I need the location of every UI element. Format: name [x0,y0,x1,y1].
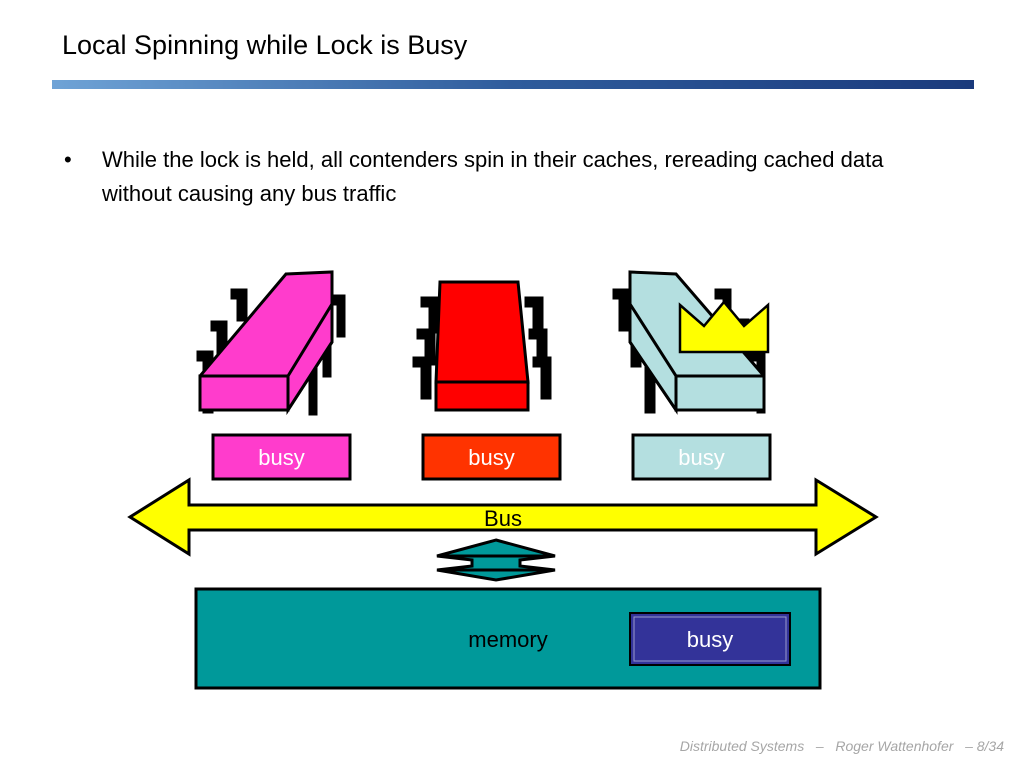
cache-2-label: busy [468,445,514,470]
bullet-text: While the lock is held, all contenders s… [102,147,884,206]
memory-cell-label: busy [687,627,733,652]
processor-2-body [434,280,530,384]
processor-2-chip [412,280,552,412]
footer-author: Roger Wattenhofer [835,738,954,754]
slide-title: Local Spinning while Lock is Busy [62,30,468,60]
title-divider [52,80,974,89]
bus-memory-connector [436,538,556,582]
cache-1-label: busy [258,445,304,470]
bullet-item: • While the lock is held, all contenders… [64,143,904,211]
slide-footer: Distributed Systems – Roger Wattenhofer … [680,738,1004,754]
cache-1: busy [211,433,352,481]
bus-arrow: Bus [127,477,879,557]
memory-block: memory busy [194,587,822,690]
cache-3: busy [631,433,772,481]
footer-separator: – [815,738,824,754]
processor-1-chip [196,270,346,416]
bus-label: Bus [484,506,522,531]
footer-page: – 8/34 [965,738,1004,754]
crown-icon [678,300,770,354]
memory-cell [629,612,791,666]
footer-course: Distributed Systems [679,738,805,754]
cache-3-label: busy [678,445,724,470]
bullet-marker: • [64,147,72,172]
cache-2: busy [421,433,562,481]
memory-label: memory [468,627,547,652]
